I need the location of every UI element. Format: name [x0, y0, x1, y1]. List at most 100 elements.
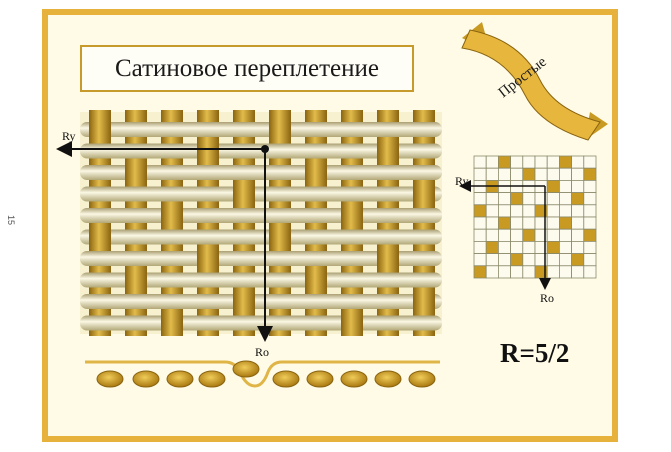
- grid-cell: [559, 179, 573, 193]
- grid-cell-filled: [546, 240, 560, 254]
- warp-cross-section: [306, 370, 334, 388]
- grid-cell: [571, 167, 585, 181]
- grid-cell-filled: [522, 228, 536, 242]
- grid-cell: [559, 228, 573, 242]
- warp-float: [197, 139, 219, 163]
- grid-cell: [473, 216, 487, 230]
- grid-cell: [473, 192, 487, 206]
- grid-cell: [522, 204, 536, 218]
- grid-ry-label: Ry: [455, 174, 469, 188]
- grid-cell-filled: [559, 216, 573, 230]
- warp-cross-section: [340, 370, 368, 388]
- weft-thread: [80, 251, 442, 266]
- grid-cell: [583, 155, 597, 169]
- grid-cell: [522, 265, 536, 279]
- weave-grid: [473, 155, 597, 279]
- warp-cross-section: [198, 370, 226, 388]
- grid-cell: [473, 253, 487, 267]
- weft-thread: [80, 294, 442, 309]
- grid-cell: [546, 216, 560, 230]
- weft-thread: [80, 165, 442, 180]
- grid-cell: [510, 204, 524, 218]
- warp-float: [269, 118, 291, 141]
- grid-cell: [571, 228, 585, 242]
- banner-ribbon: Простые: [461, 22, 608, 141]
- warp-float: [197, 247, 219, 270]
- grid-cell: [546, 192, 560, 206]
- grid-cell: [546, 265, 560, 279]
- grid-cell: [546, 228, 560, 242]
- grid-cell: [559, 240, 573, 254]
- grid-cell: [510, 228, 524, 242]
- grid-cell: [583, 265, 597, 279]
- grid-cell: [583, 253, 597, 267]
- grid-cell: [571, 216, 585, 230]
- grid-cell: [522, 216, 536, 230]
- warp-float: [161, 204, 183, 227]
- grid-ro-label: Ro: [540, 291, 554, 305]
- grid-cell-filled: [571, 192, 585, 206]
- warp-float: [377, 139, 399, 163]
- grid-cell: [583, 240, 597, 254]
- ry-label: Ry: [62, 129, 76, 143]
- weft-thread: [80, 186, 442, 202]
- grid-cell: [497, 265, 511, 279]
- grid-cell: [485, 265, 499, 279]
- repeat-ratio: R=5/2: [500, 338, 570, 368]
- grid-cell: [510, 265, 524, 279]
- grid-cell: [583, 216, 597, 230]
- grid-cell: [546, 155, 560, 169]
- ro-label: Ro: [255, 345, 269, 359]
- grid-cell-filled: [510, 192, 524, 206]
- grid-cell: [534, 155, 548, 169]
- warp-float: [341, 311, 363, 335]
- grid-cell: [546, 204, 560, 218]
- weft-thread: [80, 315, 442, 331]
- grid-cell-filled: [497, 216, 511, 230]
- grid-cell-filled: [571, 253, 585, 267]
- grid-cell: [559, 167, 573, 181]
- grid-cell-filled: [522, 167, 536, 181]
- grid-cell: [510, 155, 524, 169]
- warp-cross-section: [272, 370, 300, 388]
- warp-float: [233, 290, 255, 313]
- warp-float: [89, 118, 111, 141]
- grid-cell: [559, 204, 573, 218]
- grid-cell: [497, 204, 511, 218]
- grid-cell: [522, 192, 536, 206]
- grid-cell: [485, 228, 499, 242]
- warp-float: [413, 182, 435, 206]
- warp-cross-section: [166, 370, 194, 388]
- grid-cell: [497, 192, 511, 206]
- cross-section-warps: [96, 360, 436, 388]
- grid-cell-filled: [473, 204, 487, 218]
- grid-cell: [559, 253, 573, 267]
- grid-cell: [473, 228, 487, 242]
- grid-cell: [571, 265, 585, 279]
- grid-cell: [559, 192, 573, 206]
- grid-cell: [473, 240, 487, 254]
- warp-cross-section: [232, 360, 260, 378]
- grid-cell: [485, 167, 499, 181]
- grid-cell-filled: [583, 228, 597, 242]
- warp-float: [161, 311, 183, 335]
- grid-cell: [473, 167, 487, 181]
- grid-cell-filled: [559, 155, 573, 169]
- warp-float: [269, 225, 291, 249]
- grid-cell: [497, 253, 511, 267]
- grid-cell: [485, 204, 499, 218]
- warp-float: [377, 247, 399, 270]
- weft-thread: [80, 122, 442, 137]
- grid-cell: [522, 253, 536, 267]
- grid-cell: [485, 192, 499, 206]
- grid-cell: [510, 167, 524, 181]
- grid-cell: [522, 155, 536, 169]
- warp-overlaps: [89, 118, 435, 335]
- grid-cell: [497, 167, 511, 181]
- warp-float: [89, 225, 111, 249]
- grid-cell: [583, 179, 597, 193]
- weft-thread: [80, 208, 442, 223]
- weft-thread: [80, 143, 442, 159]
- warp-float: [125, 161, 147, 184]
